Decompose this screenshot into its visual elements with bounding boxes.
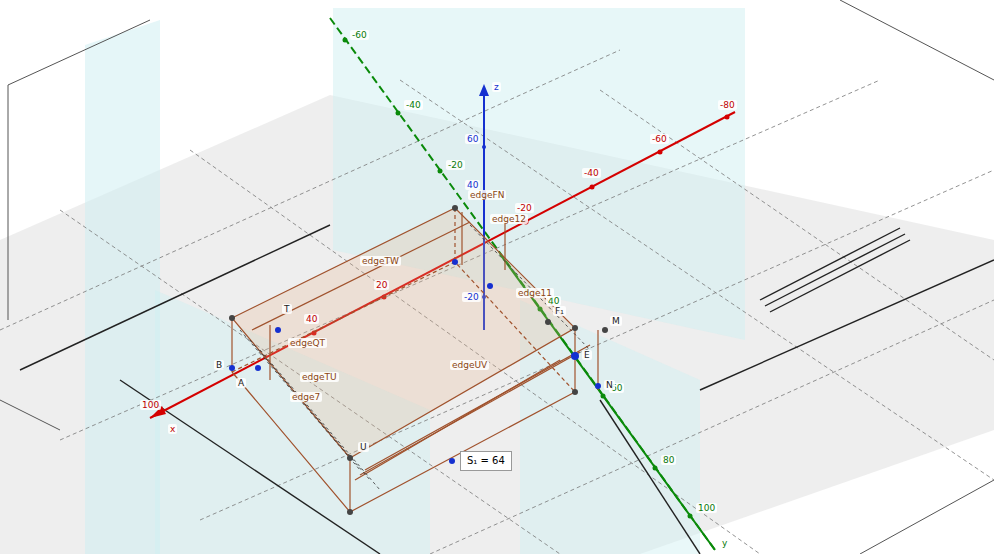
point-label: edge11 <box>516 288 554 298</box>
axis-tick-label: 20 <box>374 280 389 290</box>
point-label: N <box>604 380 615 390</box>
axis-tick-label: -20 <box>446 160 465 170</box>
point-label: T <box>282 304 292 314</box>
axis-tick-label: 100 <box>140 400 161 410</box>
dashed-edges <box>240 225 590 490</box>
axis-tick-label: -80 <box>718 100 737 110</box>
point-label: edgeQT <box>288 338 327 348</box>
vertical-plane <box>85 20 160 554</box>
axis-tick-label: -60 <box>350 30 369 40</box>
point-label: M <box>610 316 622 326</box>
point-label: edge7 <box>290 392 322 402</box>
axis-tick-label: -40 <box>582 168 601 178</box>
axis-tick-label: 60 <box>465 134 480 144</box>
point-label: U <box>358 442 369 452</box>
axis-tick-label: -20 <box>515 203 534 213</box>
axis-tick-label: -60 <box>650 134 669 144</box>
point-label: edgeTU <box>300 372 339 382</box>
prism <box>232 208 598 512</box>
axis-tick-label: -40 <box>404 100 423 110</box>
axis-tick-label: z <box>492 82 501 92</box>
grid-lines <box>0 50 994 554</box>
points <box>229 205 608 515</box>
axis-arrow <box>479 84 489 96</box>
point-label: F₁ <box>553 306 566 316</box>
axis-tick-label: 40 <box>304 314 319 324</box>
point-label: A <box>236 378 246 388</box>
axis-tick-label: y <box>720 538 729 548</box>
axis-tick-label: 100 <box>696 503 717 513</box>
point-label: E <box>582 350 592 360</box>
value-text: S₁ = 64 <box>467 455 505 466</box>
point-label: edgeTW <box>360 256 401 266</box>
value-box: S₁ = 64 <box>460 451 512 471</box>
point-label: B <box>214 360 224 370</box>
axis-tick-label: 40 <box>465 180 480 190</box>
point-label: edgeFN <box>468 190 506 200</box>
axis-tick-label: 80 <box>661 455 676 465</box>
axis-tick-label: x <box>168 424 177 434</box>
point-label: edge12 <box>490 214 528 224</box>
axis-tick-label: -20 <box>462 292 481 302</box>
point-label: edgeUV <box>450 360 489 370</box>
